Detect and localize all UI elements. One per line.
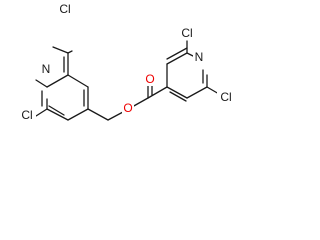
bond <box>67 74 89 88</box>
chlorine-atom-label: Cl <box>59 2 70 16</box>
chlorine-atom-label: Cl <box>220 90 231 104</box>
bond <box>166 47 188 60</box>
bond <box>67 50 73 54</box>
molecule-structure: Cl Cl N O O Cl Cl N <box>18 2 235 122</box>
bond <box>46 108 69 121</box>
bond <box>131 97 149 108</box>
bond <box>186 86 208 99</box>
nitrogen-atom-label: N <box>42 62 51 76</box>
bond <box>87 108 109 121</box>
bond <box>107 111 124 121</box>
bond <box>169 91 187 102</box>
oxygen-atom-label: O <box>123 101 132 115</box>
bond <box>166 52 188 65</box>
bond <box>166 86 188 99</box>
bond <box>35 79 48 88</box>
chlorine-atom-label: Cl <box>181 26 192 40</box>
bond <box>67 108 89 121</box>
bonds <box>35 40 220 121</box>
bond <box>48 105 65 116</box>
bond <box>52 46 69 54</box>
bond <box>147 86 168 99</box>
oxygen-atom-label: O <box>145 72 154 86</box>
chlorine-atom-label: Cl <box>21 108 32 122</box>
atom-labels: Cl Cl N O O Cl Cl N <box>18 2 235 122</box>
bond <box>46 74 69 88</box>
bond <box>35 108 48 117</box>
nitrogen-atom-label: N <box>195 50 204 64</box>
